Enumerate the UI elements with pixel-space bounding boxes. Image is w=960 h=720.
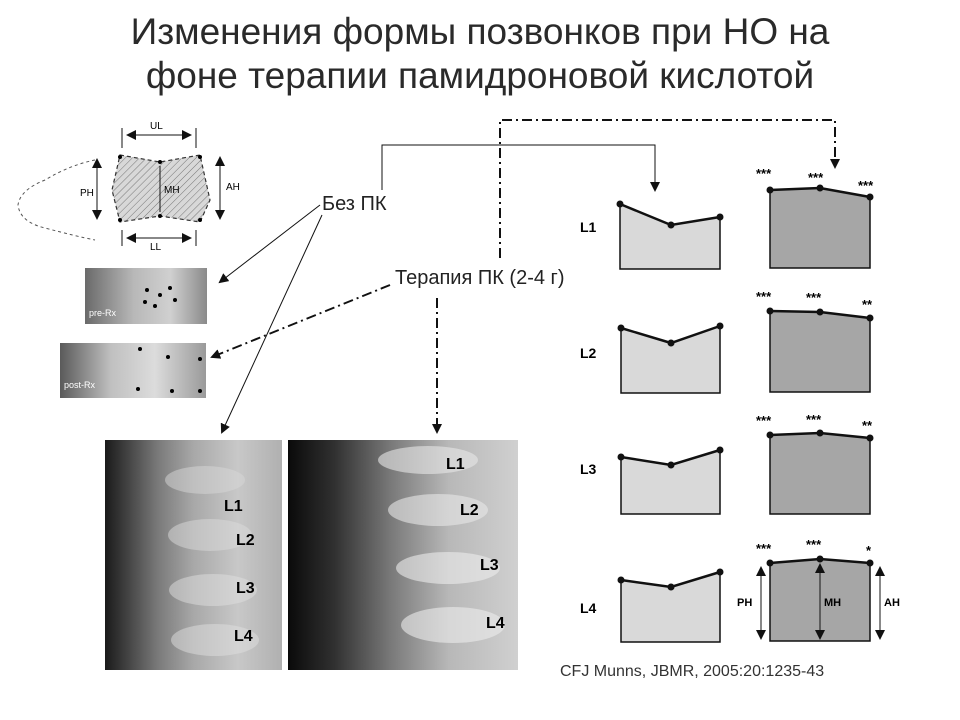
l1-sig-middle: *** (808, 170, 824, 185)
l2-post-shape (769, 310, 871, 393)
measure-mh: MH (824, 597, 841, 609)
xray-treated: L1 L2 L3 L4 (288, 440, 518, 670)
citation: CFJ Munns, JBMR, 2005:20:1235-43 (560, 663, 825, 680)
xray-right-level-2: L2 (460, 502, 479, 519)
pre-rx-markers (143, 286, 177, 308)
l1-label: L1 (580, 219, 597, 235)
xray-untreated-shading (165, 466, 259, 656)
slide-title: Изменения формы позвонков при НО на фоне… (0, 10, 960, 98)
xray-left-level-2: L2 (236, 532, 255, 549)
l1-post-shape (769, 187, 871, 269)
post-rx-label: post-Rx (64, 380, 96, 390)
pre-rx-label: pre-Rx (89, 308, 117, 318)
xray-treated-shading (378, 446, 505, 643)
xray-left-level-3: L3 (236, 580, 255, 597)
vertebra-l2-row: L2 *** *** ** (580, 289, 874, 394)
xray-untreated: L1 L2 L3 L4 (105, 440, 282, 670)
l2-sig-anterior: ** (862, 297, 873, 312)
l4-sig-anterior: * (866, 543, 872, 558)
title-line-1: Изменения формы позвонков при НО на (130, 11, 830, 52)
arrow-therapy-to-post-schema (499, 119, 840, 258)
l3-sig-posterior: *** (756, 413, 772, 428)
vertebra-l4-row: L4 *** *** * PH MH AH (580, 537, 900, 643)
l1-sig-posterior: *** (756, 166, 772, 181)
schematic-ah: AH (226, 182, 240, 193)
vertebra-schematic (17, 128, 225, 246)
l2-sig-middle: *** (806, 290, 822, 305)
xray-right-level-1: L1 (446, 456, 465, 473)
schematic-ph: PH (80, 188, 94, 199)
post-rx-markers (136, 347, 202, 393)
arrow-bez-to-pre-schema (381, 144, 660, 192)
measure-ph: PH (737, 597, 752, 609)
l1-sig-anterior: *** (858, 178, 874, 193)
post-rx-radiograph: post-Rx (60, 343, 206, 398)
title-line-2: фоне терапии памидроновой кислотой (145, 55, 815, 96)
arrow-bez-to-pre-rx (218, 204, 321, 284)
l4-label: L4 (580, 600, 597, 616)
xray-right-level-3: L3 (480, 557, 499, 574)
schematic-mh: MH (164, 185, 180, 196)
l1-pre-shape (619, 202, 721, 270)
l3-sig-middle: *** (806, 412, 822, 427)
label-no-treatment: Без ПК (322, 193, 387, 215)
l4-sig-middle: *** (806, 537, 822, 552)
l4-sig-posterior: *** (756, 541, 772, 556)
l2-label: L2 (580, 345, 597, 361)
l3-sig-anterior: ** (862, 418, 873, 433)
pre-rx-radiograph: pre-Rx (85, 268, 207, 324)
schematic-ul: UL (150, 121, 163, 132)
measure-ah: AH (884, 597, 900, 609)
l3-post-shape (769, 432, 871, 515)
xray-left-level-1: L1 (224, 498, 243, 515)
arrow-bez-to-xray (220, 214, 323, 434)
l3-label: L3 (580, 461, 597, 477)
label-therapy: Терапия ПК (2-4 г) (395, 267, 565, 289)
xray-left-level-4: L4 (234, 628, 253, 645)
vertebra-l3-row: L3 *** *** ** (580, 412, 874, 515)
arrow-therapy-to-post-rx (210, 284, 391, 359)
l2-sig-posterior: *** (756, 289, 772, 304)
schematic-ll: LL (150, 242, 162, 253)
xray-right-level-4: L4 (486, 615, 505, 632)
vertebra-l1-row: L1 *** *** *** (580, 166, 874, 270)
l2-pre-shape (620, 324, 721, 394)
